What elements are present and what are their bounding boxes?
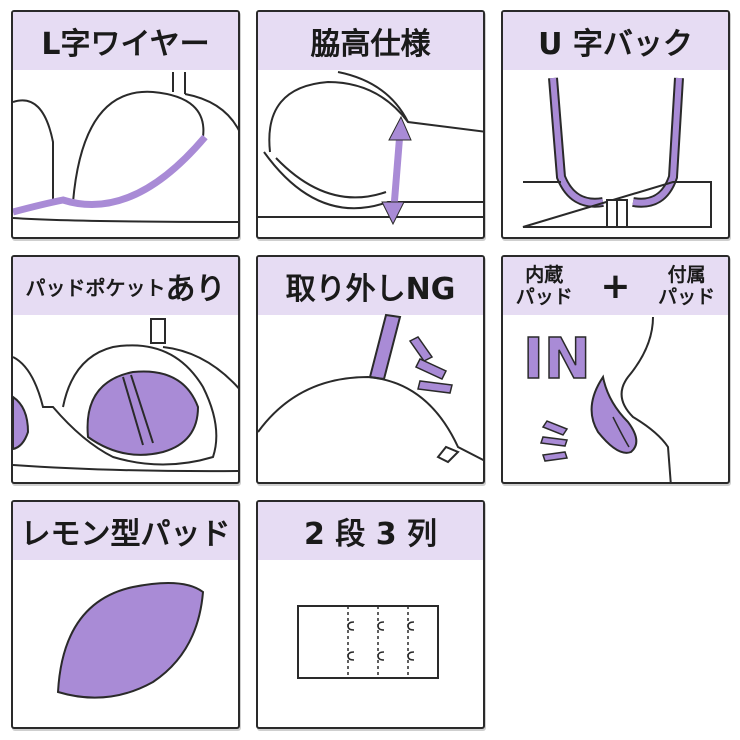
title-small: パッドポケット: [25, 275, 166, 300]
pad-pocket-illustration: [13, 318, 238, 473]
label-bottom: パッド: [515, 286, 573, 308]
panel-title: U 字バック: [503, 12, 728, 70]
pad-insert-illustration: [539, 316, 672, 482]
panel-not-removable: 取り外しNG: [256, 255, 485, 484]
panel-title: 取り外しNG: [258, 257, 483, 315]
lemon-pad-illustration: [56, 582, 205, 699]
panel-hook-rows: 2 段 3 列: [256, 500, 485, 729]
panel-title: 脇高仕様: [258, 12, 483, 70]
l-wire-illustration: [13, 72, 238, 223]
plus-icon: +: [600, 265, 631, 307]
label-top: 付属: [667, 264, 706, 286]
panel-title: L字ワイヤー: [13, 12, 238, 70]
side-height-illustration: [258, 71, 483, 226]
panel-l-wire: L字ワイヤー: [11, 10, 240, 239]
in-label: IN: [522, 326, 591, 393]
label-top: 内蔵: [525, 264, 564, 286]
included-pad-label: 付属 パッド: [658, 264, 715, 308]
panel-title: 2 段 3 列: [258, 502, 483, 560]
panel-pad-types: 内蔵 パッド + 付属 パッド IN: [501, 255, 730, 484]
panel-u-back: U 字バック: [501, 10, 730, 239]
label-bottom: パッド: [658, 286, 716, 308]
not-removable-illustration: [258, 313, 483, 464]
built-in-pad-label: 内蔵 パッド: [516, 264, 573, 308]
panel-title: レモン型パッド: [13, 502, 238, 560]
title-big: あり: [165, 272, 226, 307]
hook-illustration: [297, 605, 439, 679]
u-back-illustration: [522, 77, 712, 228]
panel-title: 内蔵 パッド + 付属 パッド: [503, 257, 728, 315]
panel-side-height: 脇高仕様: [256, 10, 485, 239]
panel-lemon-pad: レモン型パッド: [11, 500, 240, 729]
panel-pad-pocket: パッドポケット あり: [11, 255, 240, 484]
panel-title: パッドポケット あり: [13, 257, 238, 315]
